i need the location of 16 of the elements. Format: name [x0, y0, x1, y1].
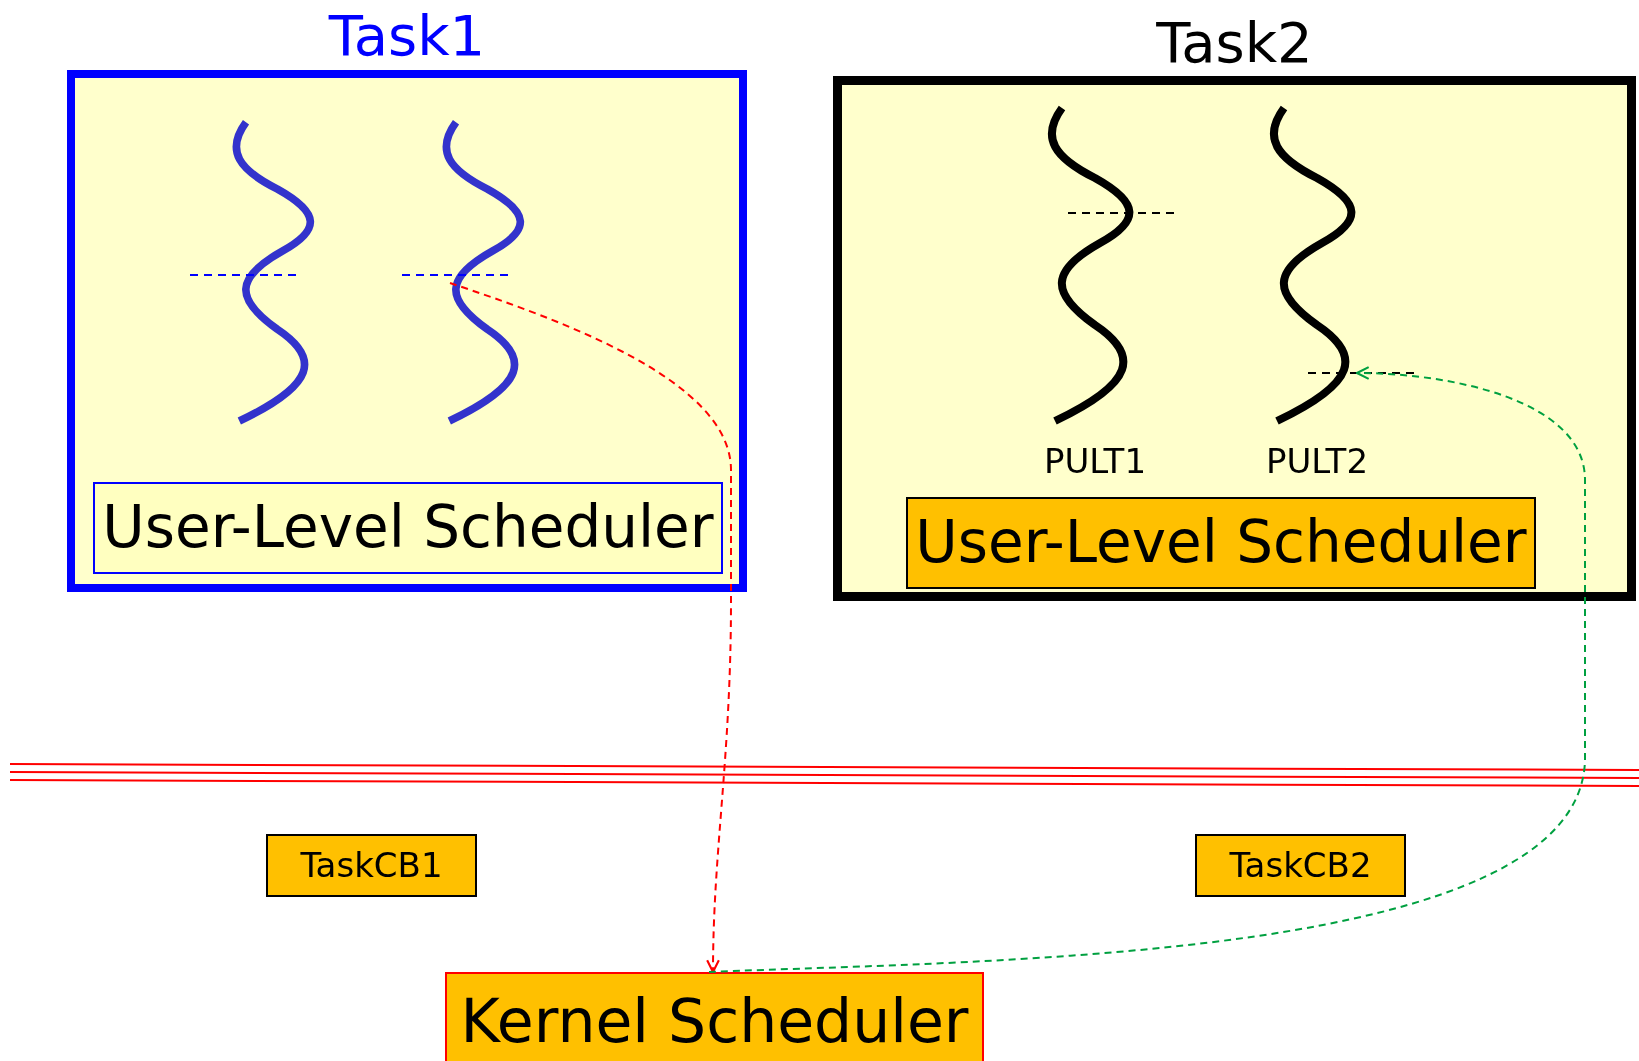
- scheduler-box: [93, 482, 723, 574]
- scheduler-box: [906, 497, 1536, 589]
- box-label: User-Level Scheduler: [102, 496, 714, 560]
- thread-label: PULT2: [1265, 441, 1369, 481]
- task-title: Task1: [328, 4, 486, 68]
- control-block-box: [266, 834, 477, 897]
- arrow: [449, 282, 732, 974]
- thread-label: PULT1: [1043, 441, 1147, 481]
- box-label: Kernel Scheduler: [460, 988, 969, 1054]
- box-label: TaskCB1: [300, 846, 443, 885]
- control-block-box: [1195, 834, 1406, 897]
- task-title: Task2: [1156, 11, 1313, 75]
- arrow: [708, 366, 1586, 973]
- box-label: TaskCB2: [1229, 846, 1372, 885]
- box-label: User-Level Scheduler: [915, 511, 1527, 575]
- kernel-scheduler-box: [445, 972, 984, 1061]
